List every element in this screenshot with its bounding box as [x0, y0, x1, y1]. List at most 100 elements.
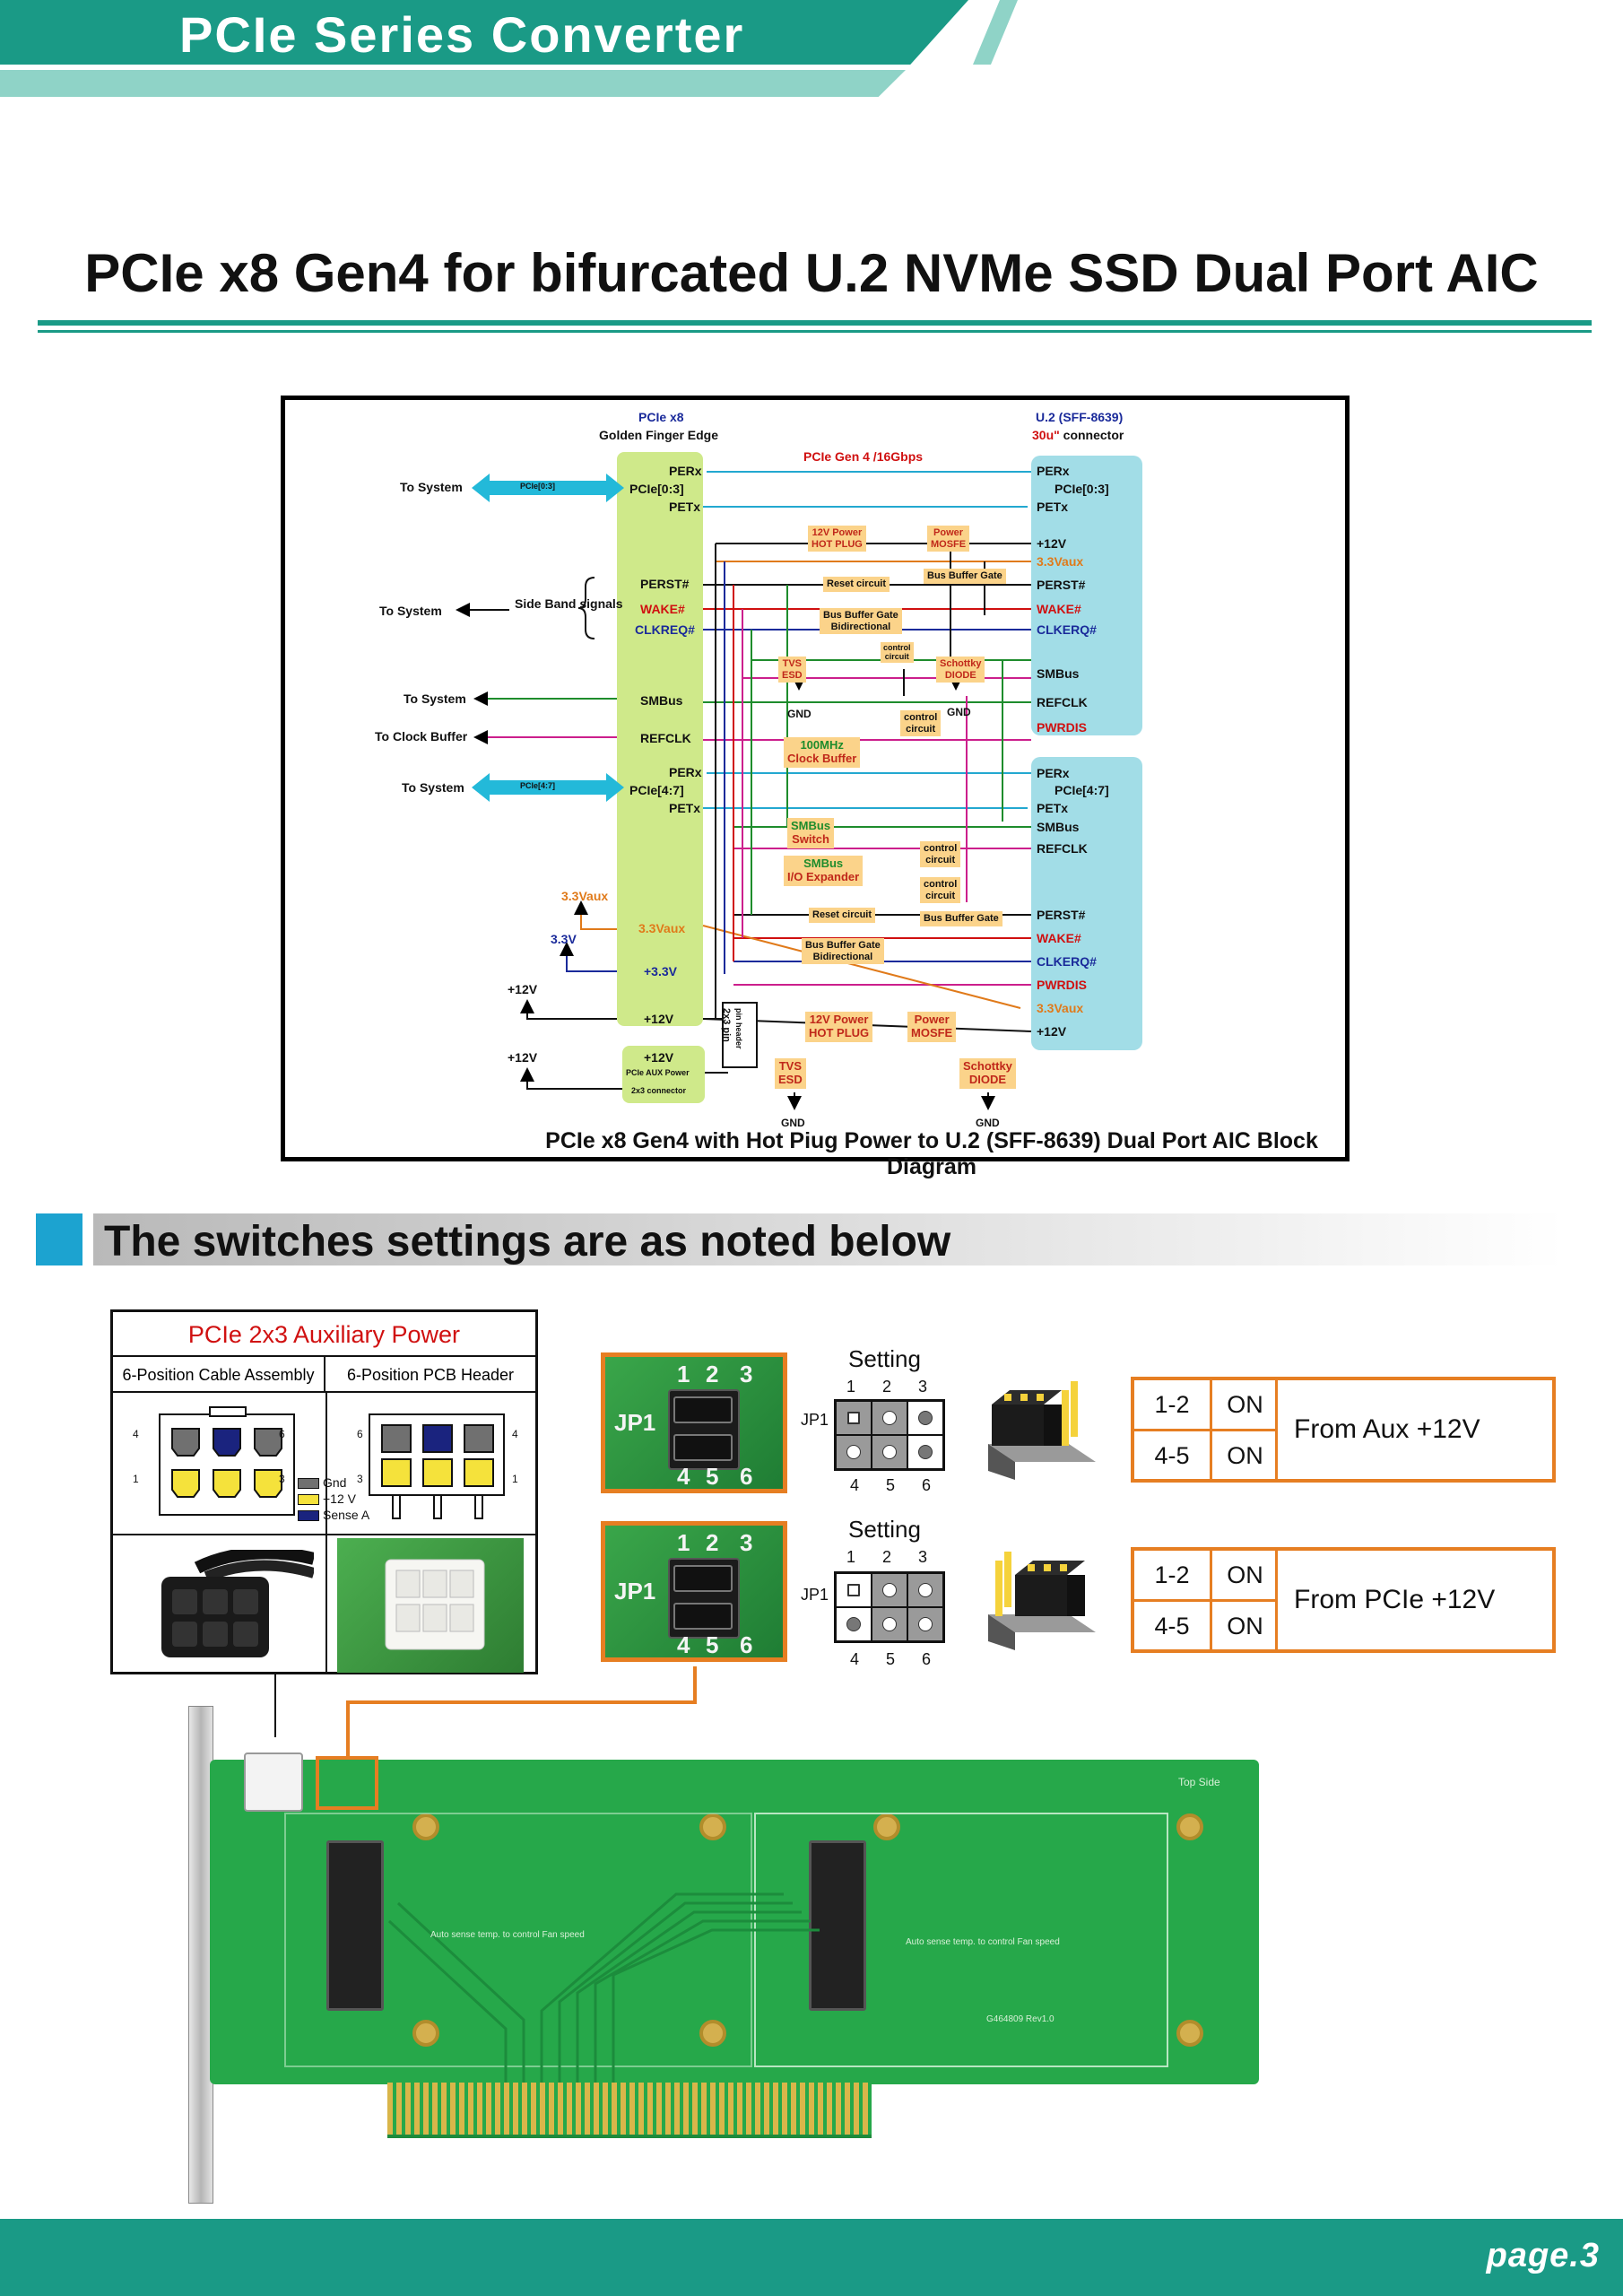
- mount-hole-4: [1176, 1813, 1203, 1840]
- jp-pcie-cap-2: [673, 1603, 733, 1630]
- header-2x3-sub: pin header: [734, 1008, 743, 1049]
- legend-12v-label: +12 V: [323, 1492, 356, 1506]
- rb-pin-2: PCIe[4:7]: [1055, 783, 1109, 797]
- block-bus-buffer-gate-1: Bus Buffer Gate: [924, 569, 1006, 584]
- pcie-bot-6: 6: [922, 1650, 932, 1668]
- smbus-io-l1: SMBus: [803, 857, 844, 870]
- aux-pin-2: [882, 1411, 897, 1425]
- pcie-pin-3: [918, 1583, 933, 1597]
- u2-port-top: [1031, 456, 1142, 735]
- aux-power-connector: [244, 1752, 303, 1812]
- cable-pin-4: 4: [133, 1428, 139, 1440]
- left-petx-2: PETx: [669, 801, 701, 815]
- tvs1-l2: ESD: [782, 669, 803, 681]
- legend-gnd: Gnd: [298, 1475, 346, 1490]
- rb-pin-8: CLKERQ#: [1037, 954, 1097, 969]
- cable-pin-6: 6: [279, 1428, 285, 1440]
- pcb-pin-1: 1: [512, 1473, 518, 1485]
- left-refclk: REFCLK: [640, 731, 691, 745]
- control4-l2: circuit: [925, 890, 956, 901]
- aux-row2-pins: 4-5: [1154, 1442, 1190, 1469]
- aux-cell-5: [872, 1435, 907, 1469]
- golden-finger-bar: [617, 452, 703, 1026]
- control1-l2: circuit: [884, 652, 909, 662]
- legend-gnd-swatch: [298, 1478, 319, 1490]
- aux-row1-pins: 1-2: [1154, 1391, 1190, 1418]
- rail-3v3: 3.3V: [551, 932, 577, 946]
- mount-hole-5: [412, 2020, 439, 2047]
- rb-pin-3: PETx: [1037, 801, 1069, 815]
- header-2x3-label: 2x3 pin: [721, 1008, 732, 1042]
- pcie-cell-5: [872, 1607, 907, 1641]
- pcb-header-photo: [337, 1538, 524, 1673]
- card-fan-label-1: Auto sense temp. to control Fan speed: [430, 1930, 585, 1940]
- jp-pcie-n5: 5: [706, 1631, 719, 1658]
- u2-connector-1: [326, 1840, 384, 2011]
- jumper-grid-aux: [834, 1399, 945, 1471]
- pcie-row2-pins: 4-5: [1154, 1613, 1190, 1639]
- hotplug2-l2: HOT PLUG: [809, 1025, 870, 1039]
- gnd-2: GND: [947, 706, 971, 718]
- aux-divider-horizontal: [113, 1534, 535, 1535]
- control4-l1: control: [924, 879, 958, 890]
- cable-pin-1: 1: [133, 1473, 139, 1485]
- aux-top-1: 1: [846, 1378, 856, 1396]
- jp-pcie-cap-1: [673, 1565, 733, 1592]
- aux-row2-state: ON: [1227, 1442, 1263, 1469]
- aux-power-2: PCIe AUX Power: [626, 1068, 690, 1077]
- aux-top-2: 2: [882, 1378, 892, 1396]
- footer-bar: [0, 2219, 1623, 2296]
- jumper-3d-aux: [988, 1381, 1096, 1480]
- tvs1-l1: TVS: [782, 658, 803, 669]
- rb-pin-4: SMBus: [1037, 820, 1080, 834]
- side-band-label: Side Band signals: [515, 596, 623, 611]
- aux-pin-5: [882, 1445, 897, 1459]
- aux-description: From Aux +12V: [1294, 1414, 1480, 1444]
- left-pcie03: PCIe[0:3]: [629, 482, 684, 496]
- pcie47-arrow: [472, 773, 624, 802]
- pcie-pin-1: [847, 1584, 860, 1596]
- left-perx-1: PERx: [669, 464, 702, 478]
- rt-pin-10: REFCLK: [1037, 695, 1088, 709]
- rt-pin-8: CLKERQ#: [1037, 622, 1097, 637]
- setting-label-pcie: Setting: [848, 1516, 921, 1543]
- hotplug1-l2: HOT PLUG: [812, 538, 863, 550]
- to-system-1: To System: [400, 480, 463, 494]
- left-3v3aux: 3.3Vaux: [638, 921, 686, 935]
- bbg2-l2: Bidirectional: [812, 951, 873, 962]
- u2-connector-2: [809, 1840, 866, 2011]
- diagram-lines: [456, 452, 1142, 1110]
- left-3v3: +3.3V: [644, 964, 677, 978]
- jp-aux-n6: 6: [740, 1463, 753, 1490]
- jp-aux-cap-1: [673, 1396, 733, 1423]
- schottky2-l1: Schottky: [963, 1059, 1012, 1073]
- control2-l1: control: [904, 712, 938, 723]
- pcie-pin-6: [918, 1617, 933, 1631]
- bbg1-l1: Bus Buffer Gate: [823, 610, 898, 621]
- header-2x3-line2: pin header: [734, 1008, 743, 1049]
- rt-pin-4: +12V: [1037, 536, 1067, 551]
- hotplug2-l1: 12V Power: [809, 1013, 869, 1026]
- title-rule: [38, 320, 1592, 326]
- rt-pin-11: PWRDIS: [1037, 720, 1087, 735]
- aux-divider-vertical: [325, 1393, 327, 1672]
- section-marker: [36, 1213, 82, 1265]
- rb-pin-1: PERx: [1037, 766, 1070, 780]
- left-pcie47: PCIe[4:7]: [629, 783, 684, 797]
- rb-pin-11: +12V: [1037, 1024, 1067, 1039]
- title-rule-thin: [38, 330, 1592, 333]
- rail-3v3aux: 3.3Vaux: [561, 889, 609, 903]
- aux-power-1: +12V: [644, 1050, 674, 1065]
- hotplug1-l1: 12V Power: [812, 527, 863, 538]
- pcie-cell-6: [907, 1607, 943, 1641]
- aux-power-title: PCIe 2x3 Auxiliary Power: [113, 1312, 535, 1357]
- jp-pcie-n3: 3: [740, 1529, 753, 1556]
- clock-buffer-l2: Clock Buffer: [787, 751, 857, 765]
